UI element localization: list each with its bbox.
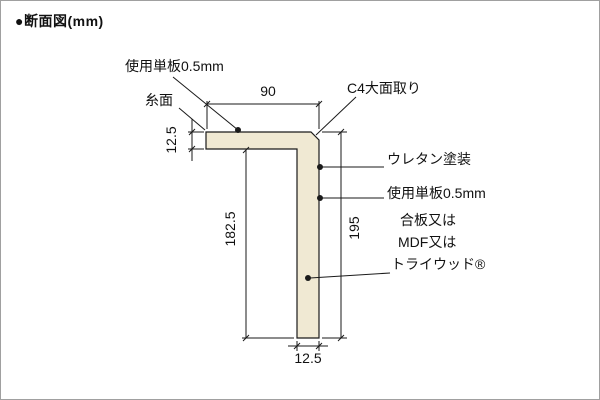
- leader-dots: [235, 127, 323, 281]
- label-veneer-top: 使用単板0.5mm: [125, 58, 224, 74]
- leader-core-material: [309, 272, 391, 279]
- dimension-195-value: 195: [346, 216, 362, 240]
- label-c4-chamfer: C4大面取り: [347, 80, 421, 96]
- dimension-12-5-bottom-value: 12.5: [294, 350, 322, 366]
- dot-urethane: [317, 164, 323, 170]
- diagram-title: ●断面図(mm): [15, 13, 104, 29]
- tick: [337, 128, 345, 136]
- tick: [315, 100, 323, 108]
- dimension-182-5-value: 182.5: [222, 211, 238, 247]
- dimension-182-5-lines: [242, 146, 294, 342]
- dimension-90-value: 90: [260, 83, 276, 99]
- tick: [315, 342, 323, 350]
- leader-c4-chamfer: [315, 96, 357, 136]
- tick: [337, 334, 345, 342]
- tick: [242, 334, 250, 342]
- tick: [188, 145, 196, 153]
- dimension-90-lines: [203, 100, 323, 129]
- leader-itomen: [178, 107, 206, 131]
- label-core-material-line1: 合板又は: [400, 212, 456, 228]
- leader-lines: [172, 76, 391, 279]
- tick: [293, 342, 301, 350]
- label-urethane-coating: ウレタン塗装: [387, 151, 471, 167]
- label-itomen: 糸面: [145, 92, 173, 108]
- tick: [188, 128, 196, 136]
- label-veneer-right: 使用単板0.5mm: [387, 185, 486, 201]
- dot-veneer-right: [317, 195, 323, 201]
- dimension-12-5-left-lines: [188, 119, 204, 161]
- label-core-material-line3: トライウッド®: [391, 256, 486, 272]
- dot-core-material: [305, 275, 311, 281]
- tick: [242, 146, 250, 154]
- dimension-195-lines: [322, 128, 347, 342]
- dimension-12-5-bottom-lines: [288, 341, 328, 351]
- dimension-12-5-left-value: 12.5: [163, 126, 179, 154]
- profile-shape: [205, 131, 320, 339]
- tick: [203, 100, 211, 108]
- leader-veneer-top: [172, 76, 239, 131]
- label-core-material-line2: MDF又は: [398, 234, 457, 250]
- dot-veneer-top: [235, 127, 241, 133]
